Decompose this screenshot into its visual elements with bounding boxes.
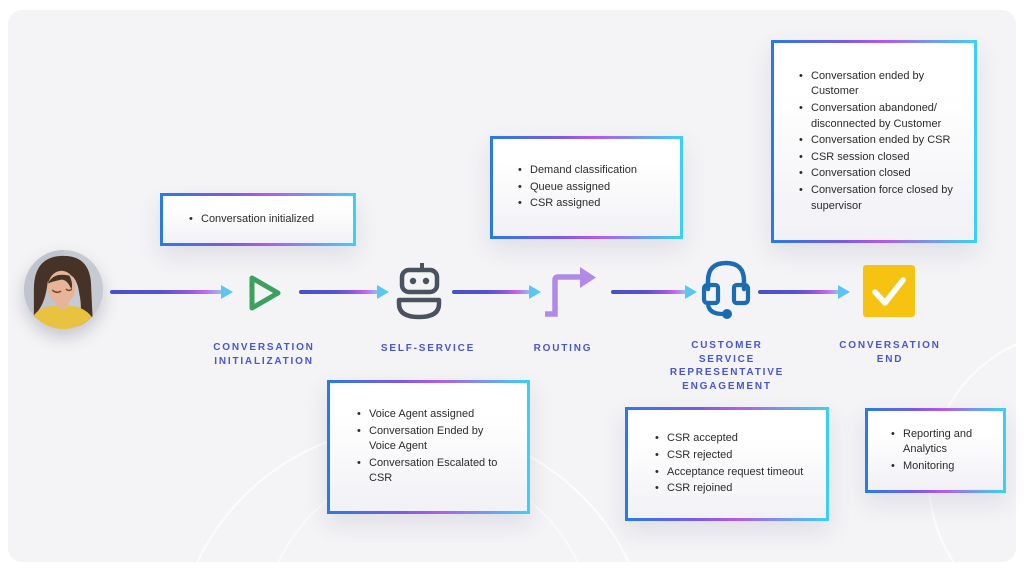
arrow-shaft	[758, 290, 839, 294]
arrow-shaft	[110, 290, 222, 294]
event-item: Monitoring	[890, 459, 995, 475]
robot-icon	[394, 261, 444, 321]
reporting-events-box: Reporting and Analytics Monitoring	[865, 408, 1006, 493]
csr-events-box: CSR accepted CSR rejected Acceptance req…	[625, 407, 829, 521]
event-item: CSR session closed	[798, 150, 960, 166]
event-item: CSR rejoined	[654, 481, 818, 497]
event-list: Voice Agent assigned Conversation Ended …	[356, 406, 513, 488]
arrow-shaft	[611, 290, 686, 294]
event-item: Queue assigned	[517, 180, 672, 196]
headset-icon	[699, 257, 753, 321]
event-list: Conversation ended by Customer Conversat…	[798, 68, 960, 215]
customer-avatar	[24, 250, 103, 329]
event-list: CSR accepted CSR rejected Acceptance req…	[654, 430, 818, 497]
flow-arrow-3	[452, 284, 541, 300]
event-list: Reporting and Analytics Monitoring	[890, 426, 995, 476]
event-item: Conversation initialized	[188, 212, 353, 228]
event-item: Conversation ended by CSR	[798, 133, 960, 149]
event-list: Conversation initialized	[188, 211, 353, 229]
event-item: CSR rejected	[654, 448, 818, 464]
event-item: Acceptance request timeout	[654, 465, 818, 481]
stage-label-conversation-initialization: CONVERSATION INITIALIZATION	[213, 342, 315, 367]
arrow-shaft	[452, 290, 530, 294]
stage-label-conversation-end: CONVERSATION END	[839, 340, 941, 365]
arrow-head-icon	[221, 285, 233, 299]
flow-arrow-5	[758, 284, 850, 300]
arrow-head-icon	[838, 285, 850, 299]
arrow-shaft	[299, 290, 378, 294]
step-arrow-icon	[544, 262, 600, 320]
event-item: Conversation Ended by Voice Agent	[356, 424, 513, 455]
self-service-events-box: Voice Agent assigned Conversation Ended …	[327, 380, 530, 514]
conversation-end-events-box: Conversation ended by Customer Conversat…	[771, 40, 977, 243]
event-list: Demand classification Queue assigned CSR…	[517, 162, 672, 213]
event-item: Conversation ended by Customer	[798, 69, 960, 100]
event-item: Conversation force closed by supervisor	[798, 183, 960, 214]
event-item: Reporting and Analytics	[890, 427, 995, 458]
event-item: Voice Agent assigned	[356, 407, 513, 423]
event-item: CSR accepted	[654, 431, 818, 447]
event-item: Conversation abandoned/​disconnected by …	[798, 101, 960, 132]
event-item: Conversation Escalated to CSR	[356, 456, 513, 487]
flow-arrow-4	[611, 284, 697, 300]
flow-arrow-2	[299, 284, 389, 300]
event-item: CSR assigned	[517, 196, 672, 212]
event-item: Demand classification	[517, 163, 672, 179]
routing-events-box: Demand classification Queue assigned CSR…	[490, 136, 683, 239]
stage-label-routing: ROUTING	[533, 343, 593, 354]
initialization-events-box: Conversation initialized	[160, 193, 356, 246]
event-item: Conversation closed	[798, 166, 960, 182]
play-icon	[239, 269, 287, 317]
arrow-head-icon	[529, 285, 541, 299]
arrow-head-icon	[685, 285, 697, 299]
flow-arrow-1	[110, 284, 233, 300]
woman-avatar-icon	[24, 250, 103, 329]
stage-label-self-service: SELF-SERVICE	[380, 343, 476, 354]
arrow-head-icon	[377, 285, 389, 299]
stage-label-csr-engagement: CUSTOMER SERVICE REPRESENTATIVE ENGAGEME…	[669, 340, 785, 392]
check-icon	[863, 265, 915, 317]
